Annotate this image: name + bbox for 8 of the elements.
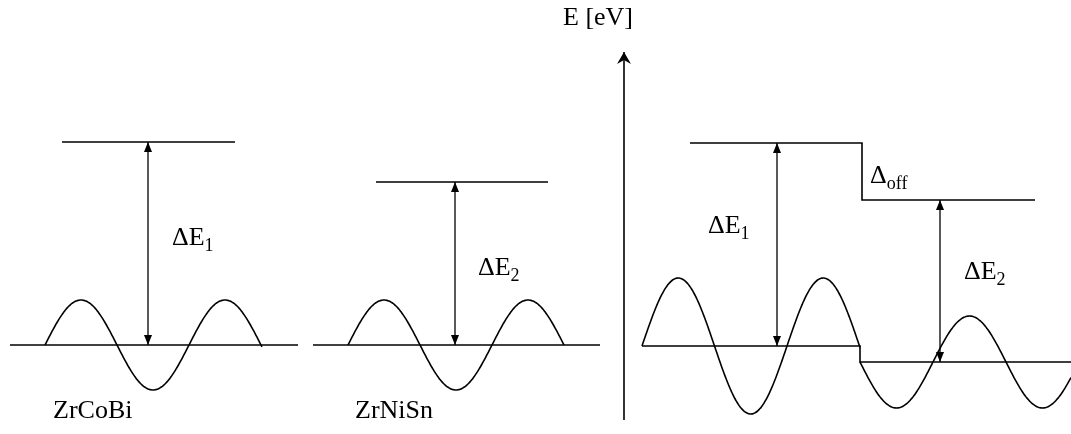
energy-label: ΔE$_{1}$ [172, 224, 214, 255]
axis-label: E [eV] [563, 4, 633, 30]
material-label: ZrNiSn [355, 397, 433, 423]
energy-label: ΔE$_{2}$ [964, 258, 1006, 289]
material-label: ZrCoBi [53, 397, 133, 423]
energy-label: Δ$_{off}$ [870, 162, 908, 193]
energy-label: ΔE$_{1}$ [708, 212, 750, 243]
energy-label: ΔE$_{2}$ [478, 254, 520, 285]
